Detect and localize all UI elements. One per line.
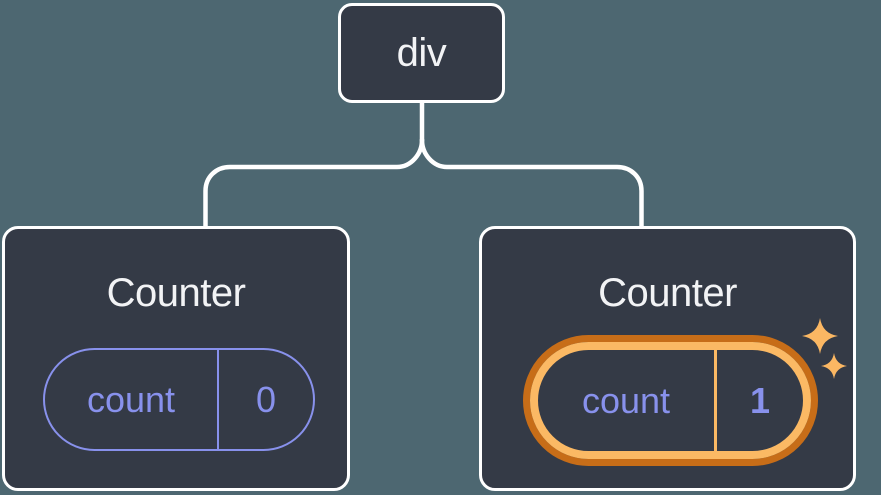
state-pill-highlight-ring: count 1 <box>530 342 811 459</box>
state-value: 0 <box>255 378 277 420</box>
component-title: Counter <box>598 271 737 315</box>
state-pill-divider <box>714 350 717 451</box>
root-node-label: div <box>396 30 447 75</box>
root-node-div: div <box>338 3 505 103</box>
state-pill: count 0 <box>43 348 315 451</box>
component-title: Counter <box>106 271 246 315</box>
counter-card-left: Counter count 0 <box>2 226 350 491</box>
state-key-label: count <box>581 379 671 421</box>
state-value: 1 <box>749 379 771 421</box>
state-pill-highlighted: count 1 <box>523 335 818 466</box>
state-pill-divider <box>217 350 219 449</box>
sparkle-icon <box>802 318 847 379</box>
state-key-label: count <box>86 378 176 420</box>
counter-card-right: Counter count 1 <box>479 226 856 491</box>
